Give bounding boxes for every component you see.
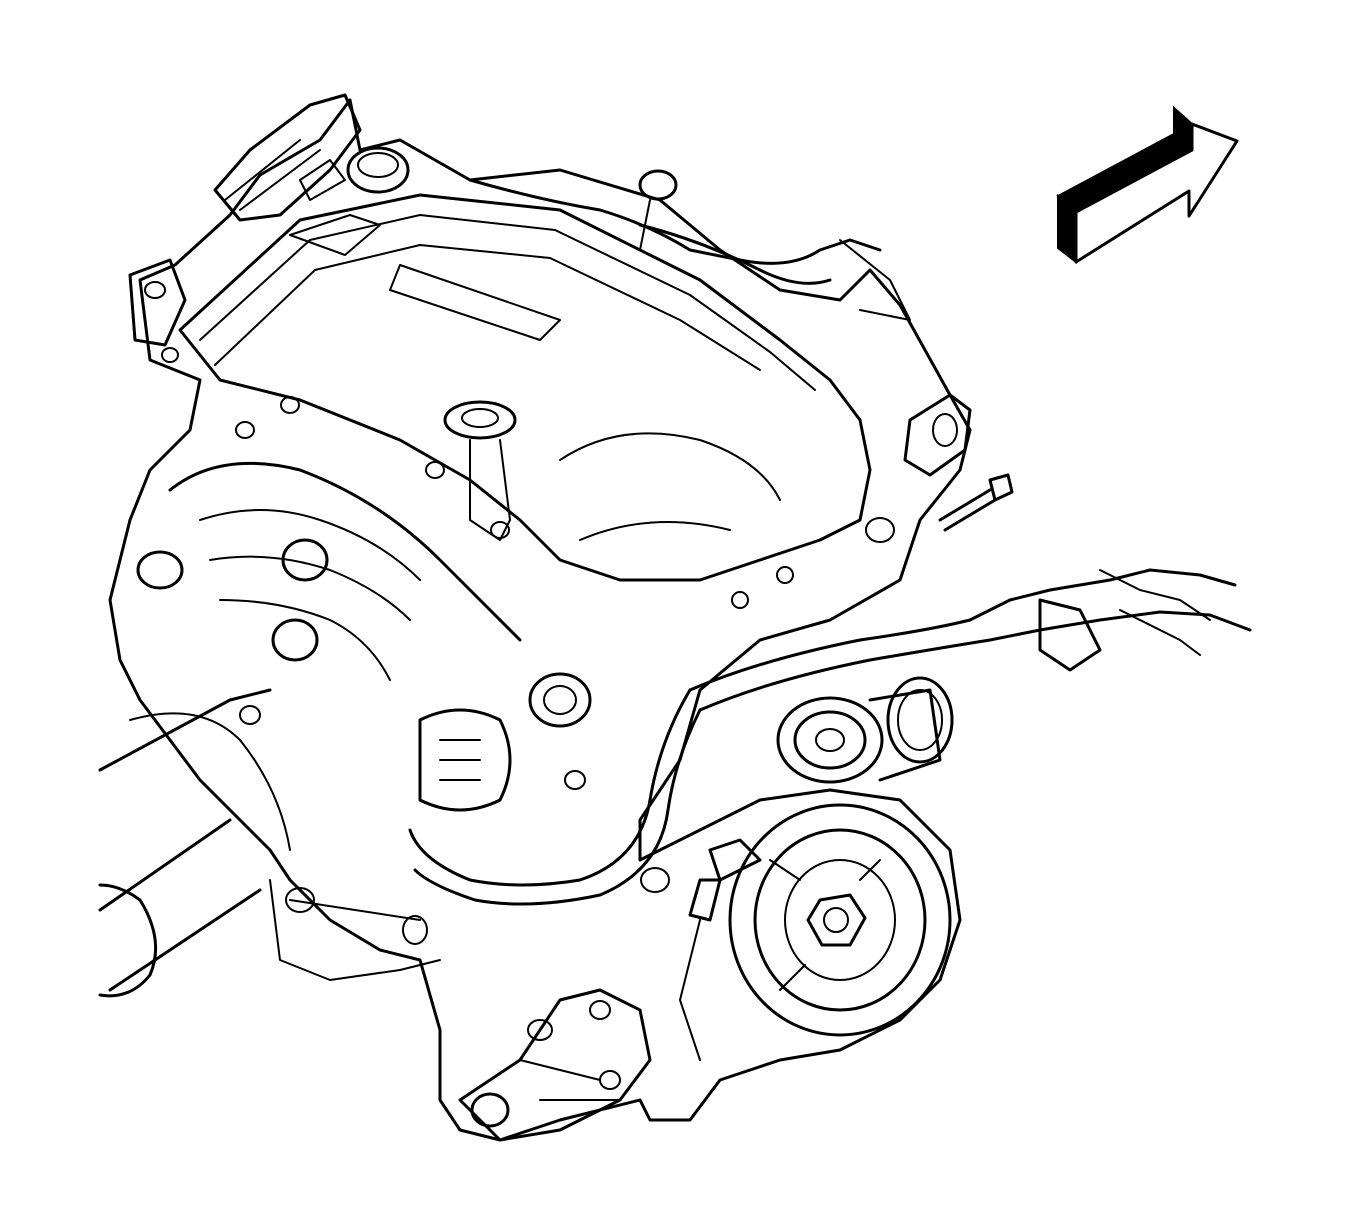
block-bolts [161, 347, 895, 790]
upper-harness [468, 178, 911, 321]
ignition-coil-pack [213, 93, 362, 222]
crankshaft-pulley [728, 803, 952, 1037]
crank-sensor [679, 838, 762, 1061]
lift-bracket-left [128, 258, 187, 347]
belt-tensioner [776, 676, 954, 784]
water-pump [418, 672, 592, 812]
oil-filler-cap [346, 146, 410, 194]
bolt [938, 473, 1014, 532]
oil-pan [269, 867, 670, 981]
wiring-harness [408, 568, 1252, 906]
exhaust-manifold [136, 461, 522, 681]
engine-block [108, 98, 972, 1142]
valve-cover [178, 193, 872, 582]
exhaust-pipe [98, 688, 291, 998]
lift-bracket-right [903, 393, 972, 477]
orientation-arrow-icon [1056, 105, 1239, 265]
engine-mount-bracket [458, 988, 652, 1142]
